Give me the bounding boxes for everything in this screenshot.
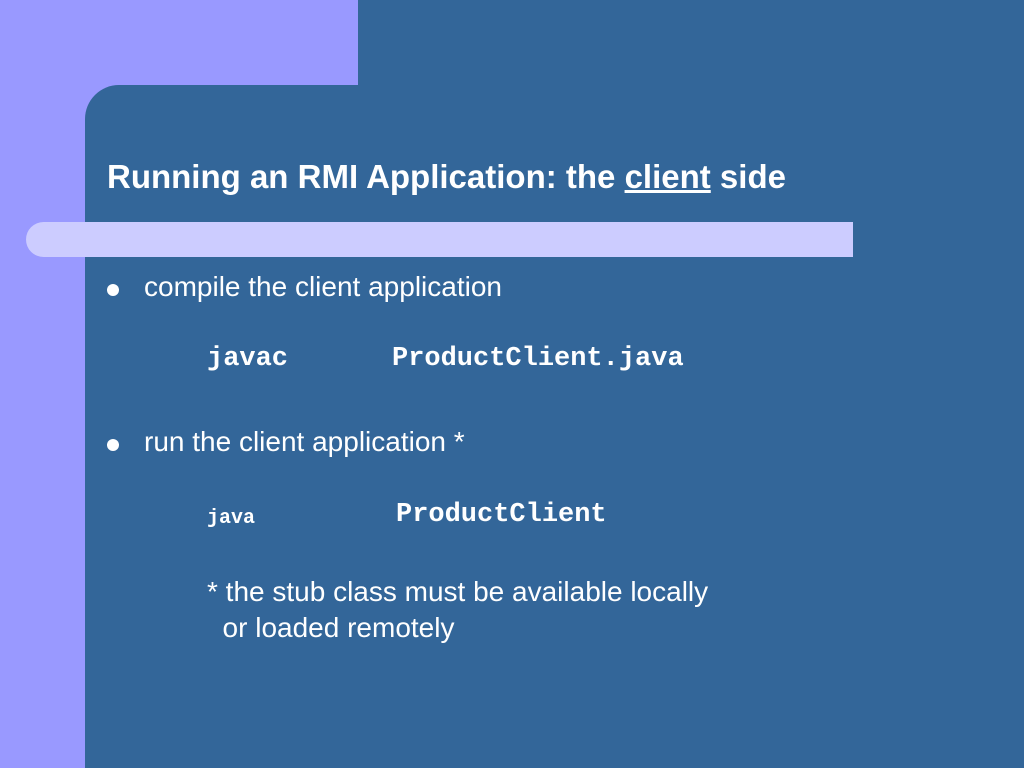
note-line-2: or loaded remotely (207, 612, 455, 643)
bullet-dot-icon (107, 439, 119, 451)
title-suffix: side (710, 158, 786, 195)
code-compile-argument: ProductClient.java (392, 344, 684, 374)
stub-note: * the stub class must be available local… (207, 574, 708, 646)
corner-accent-block (0, 0, 358, 85)
bullet-text: compile the client application (144, 271, 502, 302)
note-line-1: * the stub class must be available local… (207, 576, 709, 607)
bullet-text: run the client application * (144, 426, 465, 457)
bullet-dot-icon (107, 284, 119, 296)
title-divider-bar (26, 222, 853, 257)
code-run-argument: ProductClient (396, 500, 607, 530)
slide-title: Running an RMI Application: the client s… (107, 158, 786, 196)
code-compile-command: javac (207, 344, 289, 374)
title-emphasis: client (624, 158, 711, 195)
slide-background (85, 0, 1024, 768)
title-prefix: Running an RMI Application: the (107, 158, 625, 195)
code-run-command: java (207, 507, 256, 530)
